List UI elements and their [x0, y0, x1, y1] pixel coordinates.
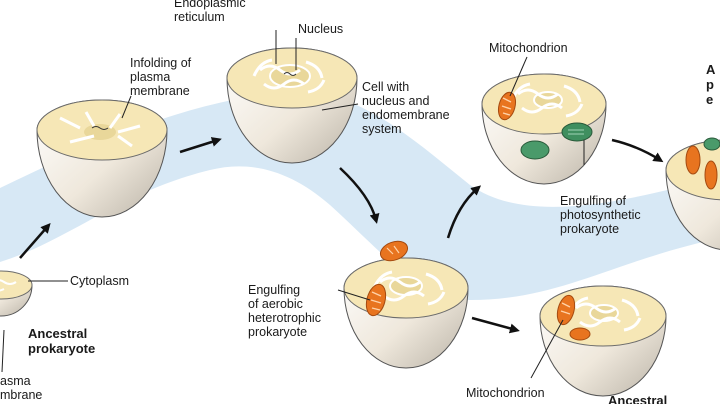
label-cell-with-nucleus: Cell with nucleus and endomembrane syste…: [362, 80, 450, 136]
process-arrows: [19, 137, 664, 334]
arrow-1: [19, 222, 51, 259]
label-cut-right-top: A p e: [706, 62, 716, 107]
label-ancestral-prokaryote: Ancestral prokaryote: [28, 326, 96, 356]
label-ancestral-bottom-right: Ancestral: [608, 393, 668, 404]
leader-lines: [1, 30, 585, 379]
arrow-6: [471, 316, 520, 334]
label-mitochondrion-bottom: Mitochondrion: [466, 386, 545, 400]
label-mitochondrion-top: Mitochondrion: [489, 41, 568, 55]
arrow-3: [339, 167, 380, 224]
mitochondrial-cell-top: [481, 73, 607, 185]
label-plasma-membrane: asma mbrane: [0, 374, 43, 402]
label-engulfing-aerobic: Engulfing of aerobic heterotrophic proka…: [248, 283, 321, 339]
ancestral-prokaryote-cell: [0, 270, 33, 317]
nucleated-cell: [226, 47, 358, 164]
label-cytoplasm: Cytoplasm: [70, 274, 130, 288]
infolding-cell: [36, 99, 168, 218]
arrow-2: [179, 137, 222, 154]
label-infolding: Infolding of plasma membrane: [130, 56, 192, 98]
arrow-4: [446, 185, 482, 239]
photosynthetic-eukaryote-cell: [665, 137, 720, 250]
ancestral-heterotrophic-eukaryote-cell: [539, 285, 667, 397]
arrow-5: [611, 138, 664, 163]
label-nucleus: Nucleus: [298, 22, 344, 36]
label-engulfing-photosynthetic: Engulfing of photosynthetic prokaryote: [560, 194, 641, 236]
label-endoplasmic-reticulum: Endoplasmic reticulum: [174, 0, 246, 24]
engulfing-aerobic-cell: [343, 240, 469, 369]
background-band: [0, 91, 720, 300]
